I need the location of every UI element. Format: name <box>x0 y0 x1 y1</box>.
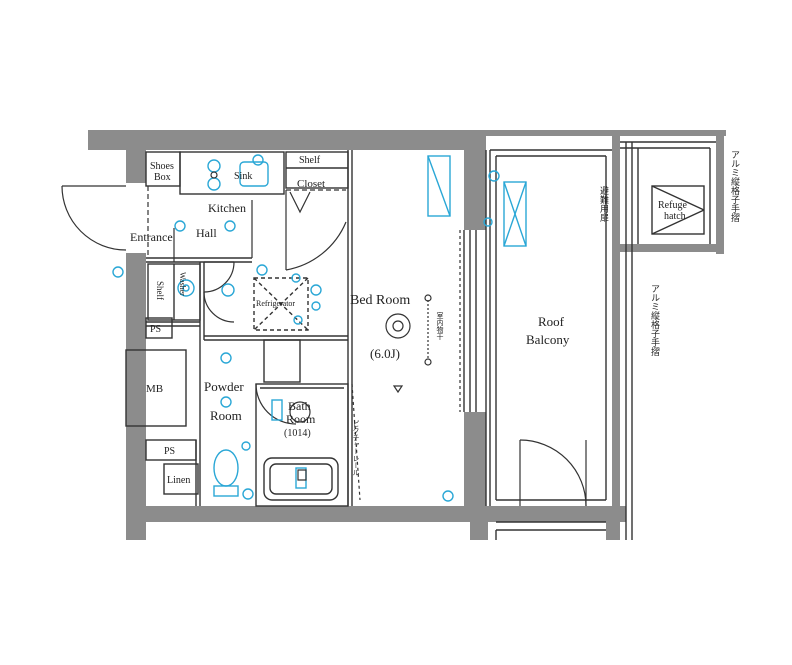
kitchen-label: Kitchen <box>208 201 246 215</box>
interior-walls <box>125 141 716 540</box>
shoes-box-label-2: Box <box>154 172 171 183</box>
vertical-notes: 避難用扉 アルミ縦格子手摺 アルミ縦格子手摺 ピクチャーレール 室内物干 <box>352 150 740 476</box>
washer-label: Washer <box>178 272 187 296</box>
room-labels: Shoes Box Sink Shelf Closet Kitchen Entr… <box>130 155 687 486</box>
bath-room-label-1: Bath <box>288 399 311 413</box>
powder-room-label-1: Powder <box>204 379 244 394</box>
shoes-box-label-1: Shoes <box>150 161 174 172</box>
roof-balcony-label-2: Balcony <box>526 332 570 347</box>
hall-label: Hall <box>196 226 217 240</box>
bath-room-label-2: Room <box>286 412 316 426</box>
walls <box>88 130 726 540</box>
refrigerator-label: Refrigerator <box>256 299 295 308</box>
bath-size-label: (1014) <box>284 428 311 439</box>
refuge-hatch-label-2: hatch <box>664 211 686 222</box>
shelf-left-label: Shelf <box>155 281 165 300</box>
indoor-dryer-note: 室内物干 <box>436 311 444 341</box>
mb-label: MB <box>146 383 163 395</box>
fixtures <box>112 154 527 502</box>
bed-room-label: Bed Room <box>350 293 410 308</box>
shelf-top-label: Shelf <box>299 155 321 166</box>
closet-label: Closet <box>297 178 325 190</box>
powder-room-label-2: Room <box>210 408 242 423</box>
ps-upper-label: PS <box>150 324 161 335</box>
entrance-label: Entrance <box>130 230 173 244</box>
symbols <box>210 171 432 481</box>
aluminum-rail-lower-note: アルミ縦格子手摺 <box>649 284 660 357</box>
curtain-rail-note: ピクチャーレール <box>352 420 360 476</box>
bed-size-label: (6.0J) <box>370 346 400 361</box>
linen-label: Linen <box>167 475 190 486</box>
doors <box>61 185 587 507</box>
roof-balcony-label-1: Roof <box>538 314 565 329</box>
aluminum-rail-upper-note: アルミ縦格子手摺 <box>729 150 740 223</box>
sink-label: Sink <box>234 171 252 182</box>
ps-lower-label: PS <box>164 446 175 457</box>
refuge-hatch-label-1: Refuge <box>658 200 687 211</box>
evacuation-door-note: 避難用扉 <box>598 185 609 223</box>
